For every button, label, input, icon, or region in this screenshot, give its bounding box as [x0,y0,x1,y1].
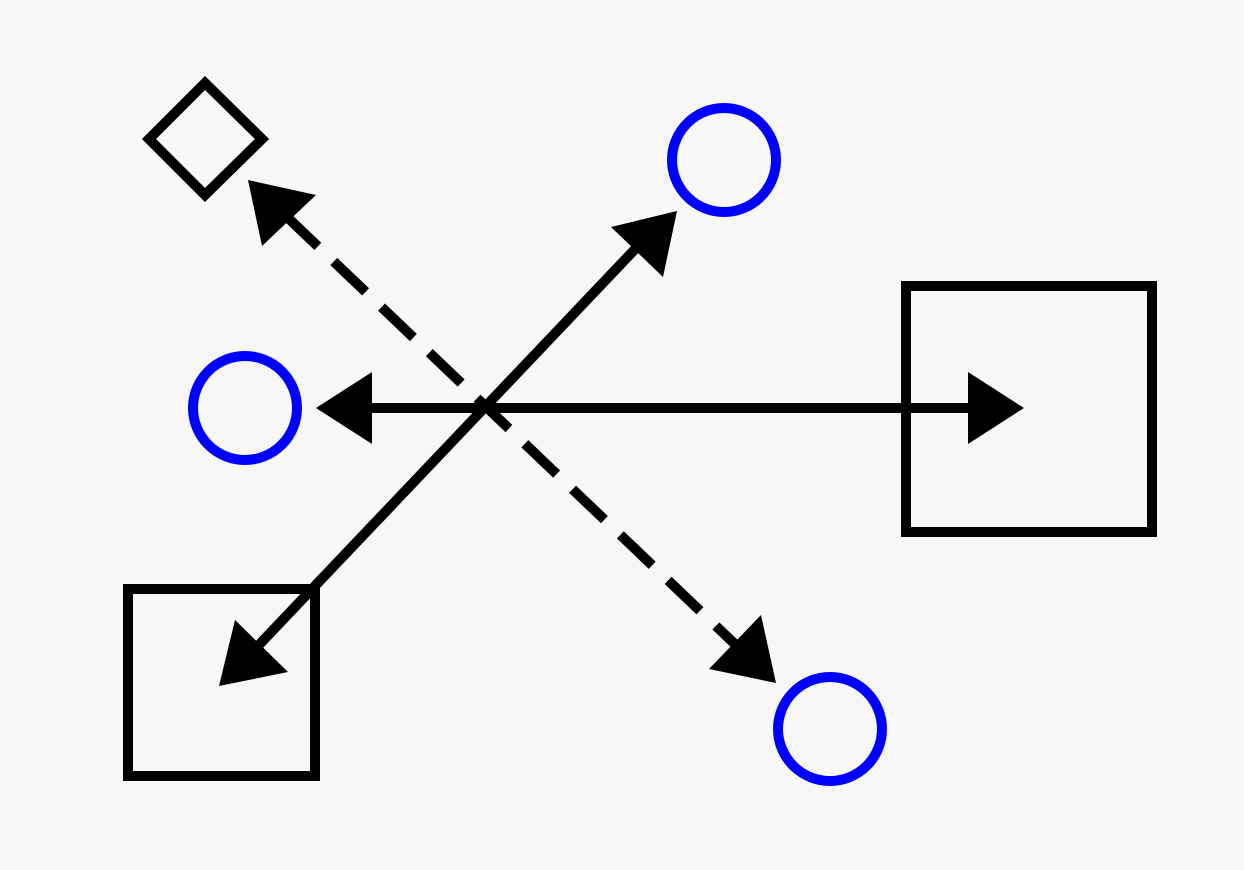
diagonal-dashed-double-arrow [248,180,776,683]
arrowhead-up-right [611,211,677,277]
circle-node-top-right [667,103,781,217]
arrowhead-left [316,372,372,444]
arrowhead-right [968,372,1024,444]
square-node-bottom-left [123,584,320,781]
arrowhead-down-left [219,620,288,686]
diamond-node [141,75,270,203]
circle-node-left [188,351,302,465]
horizontal-double-arrow [316,372,1024,444]
diagonal-solid-double-arrow [219,211,677,686]
arrowhead-up-left [248,180,316,246]
circle-node-bottom-right [773,672,887,786]
arrowhead-down-right [709,615,776,683]
